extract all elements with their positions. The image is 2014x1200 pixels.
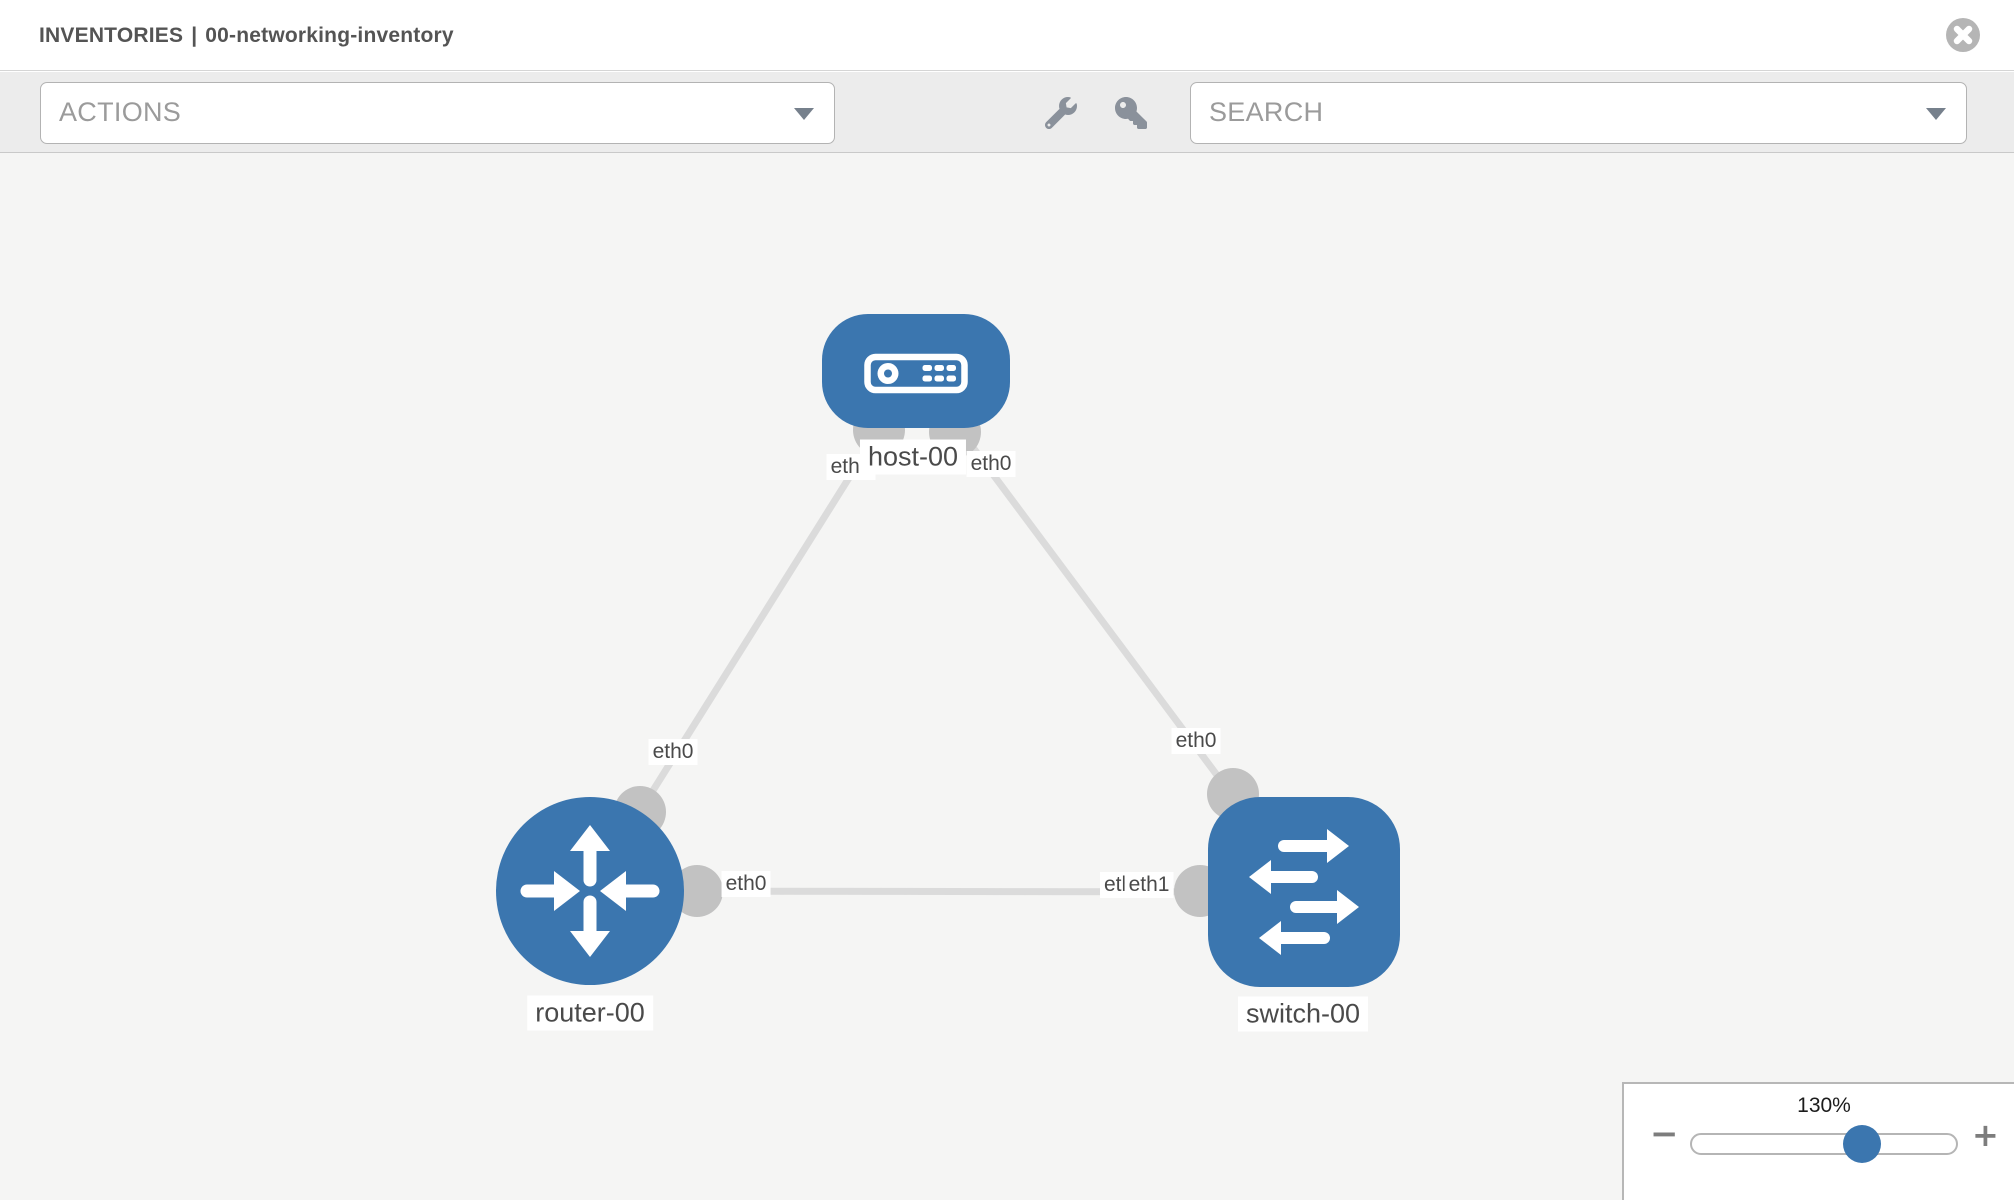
inventory-name: 00-networking-inventory [205,24,454,47]
zoom-level: 130% [1797,1094,1851,1117]
switch-arrows-icon [1249,829,1359,955]
actions-dropdown-label: ACTIONS [59,97,182,127]
topology-canvas[interactable] [0,153,2014,1200]
breadcrumb-section: INVENTORIES [39,24,184,47]
search-dropdown-label: SEARCH [1209,97,1324,127]
zoom-slider-thumb[interactable] [1843,1125,1881,1163]
zoom-slider[interactable] [1690,1125,1958,1163]
search-dropdown[interactable]: SEARCH [1190,82,1967,144]
close-icon [1946,18,1980,52]
zoom-in-button[interactable]: + [1972,1116,1999,1154]
page-title: INVENTORIES | 00-networking-inventory [39,0,454,71]
link-endpoint [671,865,723,917]
toolbar: ACTIONS SEARCH [0,72,2014,153]
server-icon [864,353,968,394]
actions-dropdown[interactable]: ACTIONS [40,82,835,144]
zoom-out-button[interactable]: − [1650,1114,1679,1154]
node-router-00[interactable] [496,797,684,985]
node-host-00[interactable] [822,314,1010,428]
toolbar-tools [1044,72,1147,153]
zoom-panel: 130% − + [1622,1082,2014,1200]
close-button[interactable] [1945,17,1981,53]
node-switch-00[interactable] [1208,797,1400,987]
chevron-down-icon [1926,108,1946,120]
breadcrumb-separator: | [191,24,198,47]
wrench-icon[interactable] [1044,96,1077,129]
key-icon[interactable] [1115,96,1147,129]
header: INVENTORIES | 00-networking-inventory [0,0,2014,71]
router-arrows-icon [520,825,660,957]
chevron-down-icon [794,108,814,120]
